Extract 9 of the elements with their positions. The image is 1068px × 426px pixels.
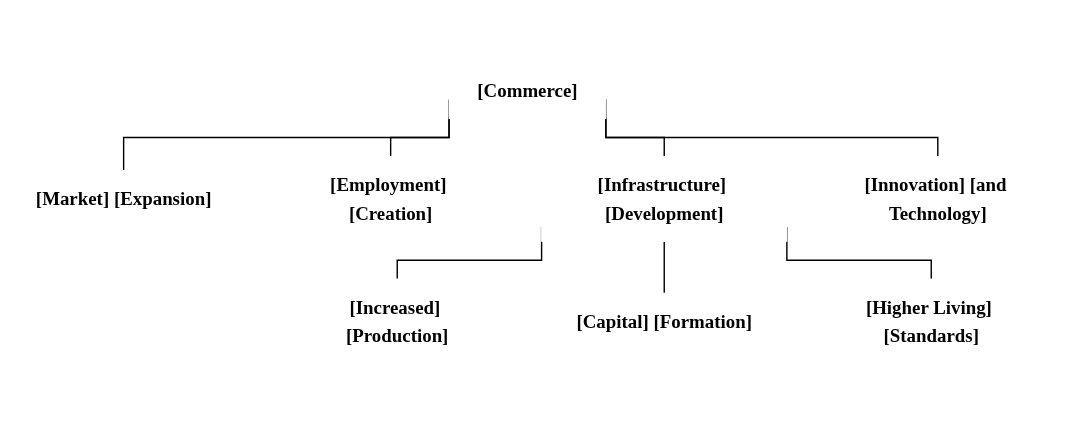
connector [389, 116, 450, 158]
node-text: [Market] [Expansion] [35, 188, 212, 210]
connector [663, 240, 665, 294]
node-text: [Higher Living] [Standards] [865, 296, 992, 347]
node-text: [Innovation] [and Technology] [864, 174, 1007, 224]
node-text: [Capital] [Formation] [576, 311, 753, 332]
node-text: [Increased] [Production] [346, 296, 449, 347]
node-text: [Infrastructure] [Development] [597, 174, 727, 224]
node-text: [Employment] [Creation] [330, 174, 447, 224]
